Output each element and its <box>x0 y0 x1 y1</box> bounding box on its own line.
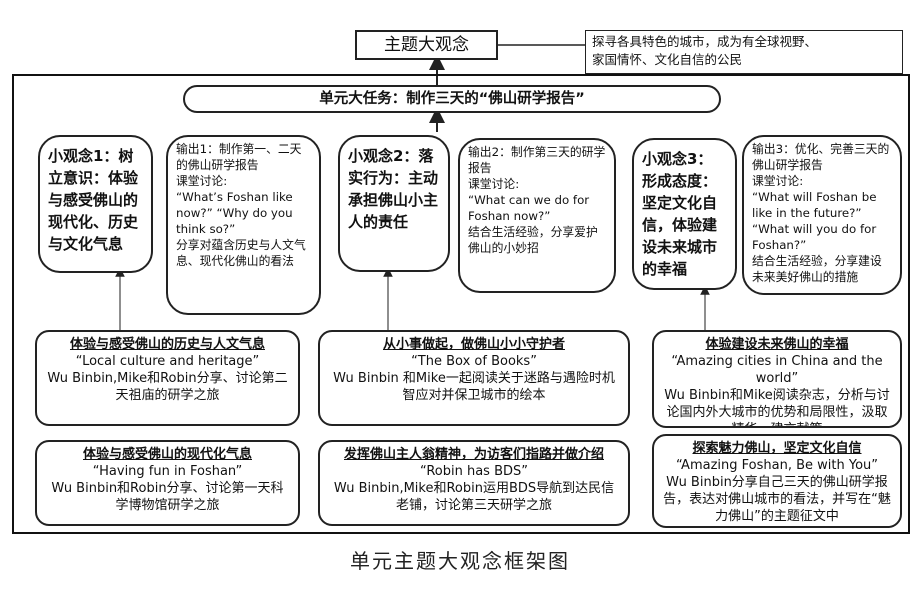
activity-5-desc: Wu Binbin,Mike和Robin运用BDS导航到达民信老铺，讨论第三天研… <box>333 481 615 513</box>
unit-task: 单元大任务：制作三天的“佛山研学报告” <box>183 85 721 113</box>
activity-2: 从小事做起，做佛山小小守护者 “The Box of Books” Wu Bin… <box>318 330 630 426</box>
activity-6-desc: Wu Binbin分享自己三天的佛山研学报告，表达对佛山城市的看法，并写在“魅力… <box>663 475 891 524</box>
activity-3-heading: 体验建设未来佛山的幸福 <box>705 337 849 352</box>
activity-3: 体验建设未来佛山的幸福 “Amazing cities in China and… <box>652 330 902 428</box>
activity-6-book: “Amazing Foshan, Be with You” <box>676 458 878 473</box>
activity-2-desc: Wu Binbin 和Mike一起阅读关于迷路与遇险时机智应对并保卫城市的绘本 <box>333 371 615 403</box>
activity-5: 发挥佛山主人翁精神，为访客们指路并做介绍 “Robin has BDS” Wu … <box>318 440 630 526</box>
activity-5-heading: 发挥佛山主人翁精神，为访客们指路并做介绍 <box>343 447 604 462</box>
output-2: 输出2：制作第三天的研学报告 课堂讨论: “What can we do for… <box>458 138 616 293</box>
activity-6-heading: 探索魅力佛山，坚定文化自信 <box>692 441 862 456</box>
output-1: 输出1：制作第一、二天的佛山研学报告 课堂讨论: “What’s Foshan … <box>166 135 321 315</box>
output-3: 输出3：优化、完善三天的佛山研学报告 课堂讨论: “What will Fosh… <box>742 135 902 295</box>
activity-1-desc: Wu Binbin,Mike和Robin分享、讨论第二天祖庙的研学之旅 <box>47 371 288 403</box>
output-2-question: “What can we do for Foshan now?” <box>468 193 590 223</box>
theme-desc-line1: 探寻各具特色的城市，成为有全球视野、 <box>592 34 818 49</box>
output-1-discuss: 课堂讨论: <box>176 174 228 188</box>
theme-big-idea: 主题大观念 <box>355 30 498 60</box>
output-1-head: 输出1：制作第一、二天的佛山研学报告 <box>176 142 302 172</box>
activity-1: 体验与感受佛山的历史与人文气息 “Local culture and herit… <box>35 330 300 426</box>
concept-3: 小观念3：形成态度：坚定文化自信，体验建设未来城市的幸福 <box>632 138 737 290</box>
activity-6: 探索魅力佛山，坚定文化自信 “Amazing Foshan, Be with Y… <box>652 434 902 528</box>
concept-1: 小观念1：树立意识：体验与感受佛山的现代化、历史与文化气息 <box>38 135 153 273</box>
theme-desc-line2: 家国情怀、文化自信的公民 <box>592 52 743 67</box>
output-2-head: 输出2：制作第三天的研学报告 <box>468 145 606 175</box>
activity-1-heading: 体验与感受佛山的历史与人文气息 <box>69 337 265 352</box>
activity-4-book: “Having fun in Foshan” <box>92 464 243 479</box>
output-3-note: 结合生活经验，分享建设未来美好佛山的措施 <box>752 254 882 284</box>
framework-border <box>12 74 910 534</box>
activity-1-book: “Local culture and heritage” <box>75 354 260 369</box>
activity-4-desc: Wu Binbin和Robin分享、讨论第一天科学博物馆研学之旅 <box>51 481 284 513</box>
theme-description: 探寻各具特色的城市，成为有全球视野、 家国情怀、文化自信的公民 <box>585 30 903 74</box>
output-3-head: 输出3：优化、完善三天的佛山研学报告 <box>752 142 890 172</box>
output-2-note: 结合生活经验，分享爱护佛山的小妙招 <box>468 225 598 255</box>
output-1-question: “What’s Foshan like now?” “Why do you th… <box>176 190 293 236</box>
output-3-discuss: 课堂讨论: <box>752 174 804 188</box>
activity-5-book: “Robin has BDS” <box>420 464 528 479</box>
activity-2-heading: 从小事做起，做佛山小小守护者 <box>382 337 565 352</box>
activity-4-heading: 体验与感受佛山的现代化气息 <box>82 447 252 462</box>
activity-4: 体验与感受佛山的现代化气息 “Having fun in Foshan” Wu … <box>35 440 300 526</box>
figure-caption: 单元主题大观念框架图 <box>350 549 570 573</box>
output-1-note: 分享对蕴含历史与人文气息、现代化佛山的看法 <box>176 238 306 268</box>
activity-3-desc: Wu Binbin和Mike阅读杂志，分析与讨论国内外大城市的优势和局限性，汲取… <box>664 388 890 426</box>
concept-2: 小观念2：落实行为：主动承担佛山小主人的责任 <box>338 135 450 272</box>
output-3-question: “What will Foshan be like in the future?… <box>752 190 877 252</box>
activity-2-book: “The Box of Books” <box>411 354 537 369</box>
activity-3-book: “Amazing cities in China and the world” <box>671 354 883 386</box>
output-2-discuss: 课堂讨论: <box>468 177 520 191</box>
